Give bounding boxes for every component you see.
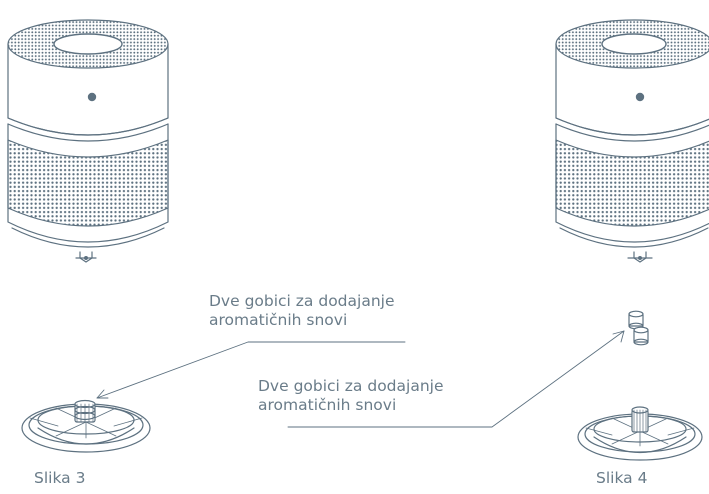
- top-grille-right: [556, 20, 709, 68]
- aroma-sponges-on-post: [75, 401, 95, 423]
- annotation-top-line1: Dve gobici za dodajanje: [209, 292, 395, 311]
- annotation-bottom-line1: Dve gobici za dodajanje: [258, 377, 444, 396]
- base-right: [560, 228, 708, 247]
- power-indicator-right: [636, 93, 644, 101]
- annotation-bottom-line2: aromatičnih snovi: [258, 396, 444, 415]
- caption-right: Slika 4: [596, 469, 647, 487]
- power-indicator-left: [88, 93, 96, 101]
- annotation-top-line2: aromatičnih snovi: [209, 311, 395, 330]
- caption-left: Slika 3: [34, 469, 85, 487]
- annotation-top: Dve gobici za dodajanje aromatičnih snov…: [209, 292, 395, 330]
- top-grille-left: [8, 20, 168, 68]
- air-purifier-left: [8, 20, 168, 262]
- base-left: [12, 228, 164, 247]
- air-purifier-right: [556, 20, 709, 262]
- aroma-sponges-removed: [629, 311, 648, 345]
- base-plate-left: [22, 401, 150, 453]
- empty-post: [632, 407, 648, 432]
- dotted-band-left: [8, 140, 168, 226]
- dotted-band-right: [556, 140, 709, 226]
- base-plate-right: [578, 407, 702, 460]
- annotation-bottom: Dve gobici za dodajanje aromatičnih snov…: [258, 377, 444, 415]
